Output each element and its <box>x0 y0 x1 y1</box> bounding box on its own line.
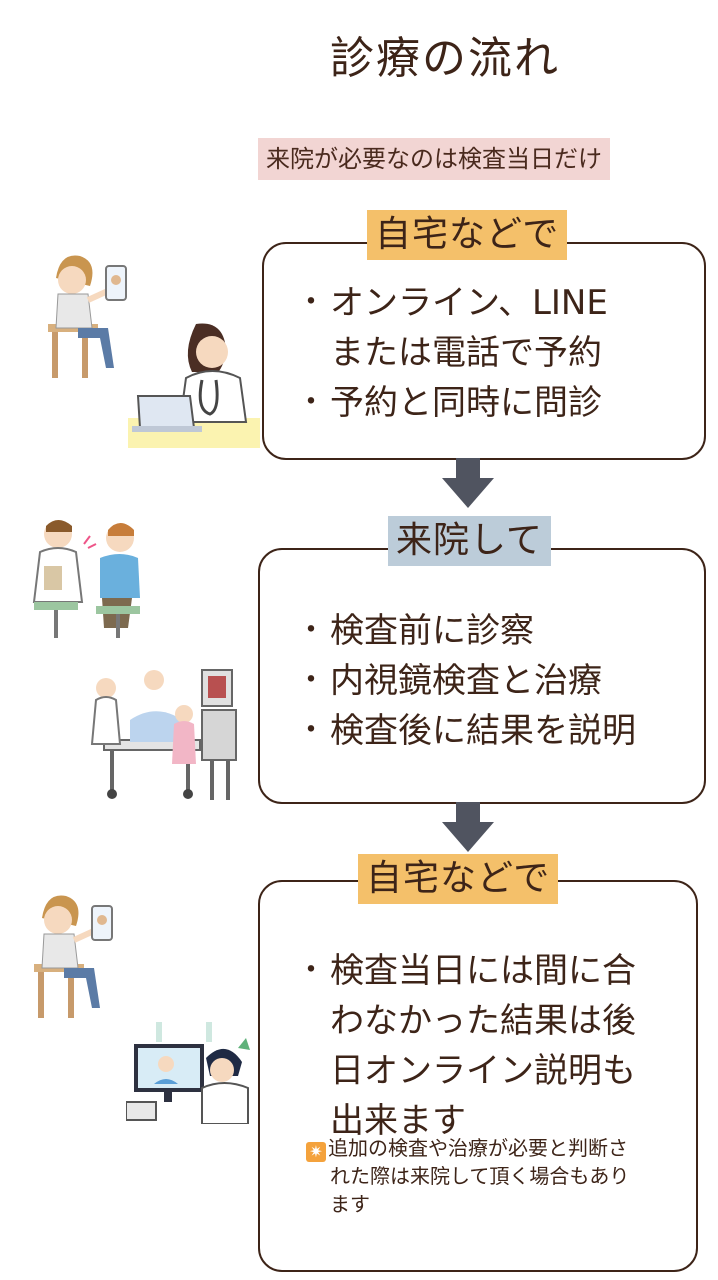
step-3-bullet-cont: 日オンライン説明も <box>330 1051 636 1091</box>
step-3-remark: ✷追加の検査や治療が必要と判断さ れた際は来院して頂く場合もあり ます <box>306 1134 629 1218</box>
online-consultation-illustration <box>126 1022 250 1124</box>
step-3-bullet-cont: わなかった結果は後 <box>330 1001 636 1041</box>
down-arrow-icon <box>442 802 494 852</box>
page-title: 診療の流れ <box>330 33 560 84</box>
doctor-at-laptop-illustration <box>128 323 260 448</box>
step-2-bullet: 検査前に診察 <box>296 606 636 656</box>
woman-with-phone-illustration <box>34 895 113 1018</box>
step-1-label: 自宅などで <box>367 210 568 260</box>
step-1-bullets: オンライン、LINE または電話で予約 予約と同時に問診 <box>296 278 608 428</box>
step-3-bullet: 検査当日には間に合 <box>296 946 636 996</box>
step-3-label: 自宅などで <box>358 854 559 904</box>
step-2-label: 来院して <box>388 516 551 566</box>
visit-note: 来院が必要なのは検査当日だけ <box>258 138 610 180</box>
step-1-bullet-cont: または電話で予約 <box>330 333 602 373</box>
step-3-bullet-cont: 出来ます <box>330 1101 466 1141</box>
consultation-illustration <box>32 520 140 638</box>
remark-line: ます <box>330 1192 370 1216</box>
down-arrow-icon <box>442 458 494 508</box>
step-2-bullet: 検査後に結果を説明 <box>296 706 636 756</box>
step-2-bullets: 検査前に診察 内視鏡検査と治療 検査後に結果を説明 <box>296 606 636 756</box>
sparkle-icon: ✷ <box>306 1142 326 1162</box>
endoscopy-illustration <box>90 669 237 800</box>
step-1-bullet: オンライン、LINE <box>296 278 608 328</box>
remark-line: 追加の検査や治療が必要と判断さ <box>328 1136 628 1160</box>
remark-line: れた際は来院して頂く場合もあり <box>330 1164 630 1188</box>
step-1-bullet: 予約と同時に問診 <box>296 378 608 428</box>
woman-with-phone-illustration <box>48 255 127 378</box>
step-2-bullet: 内視鏡検査と治療 <box>296 656 636 706</box>
step-3-bullets: 検査当日には間に合 わなかった結果は後 日オンライン説明も 出来ます <box>296 946 636 1146</box>
